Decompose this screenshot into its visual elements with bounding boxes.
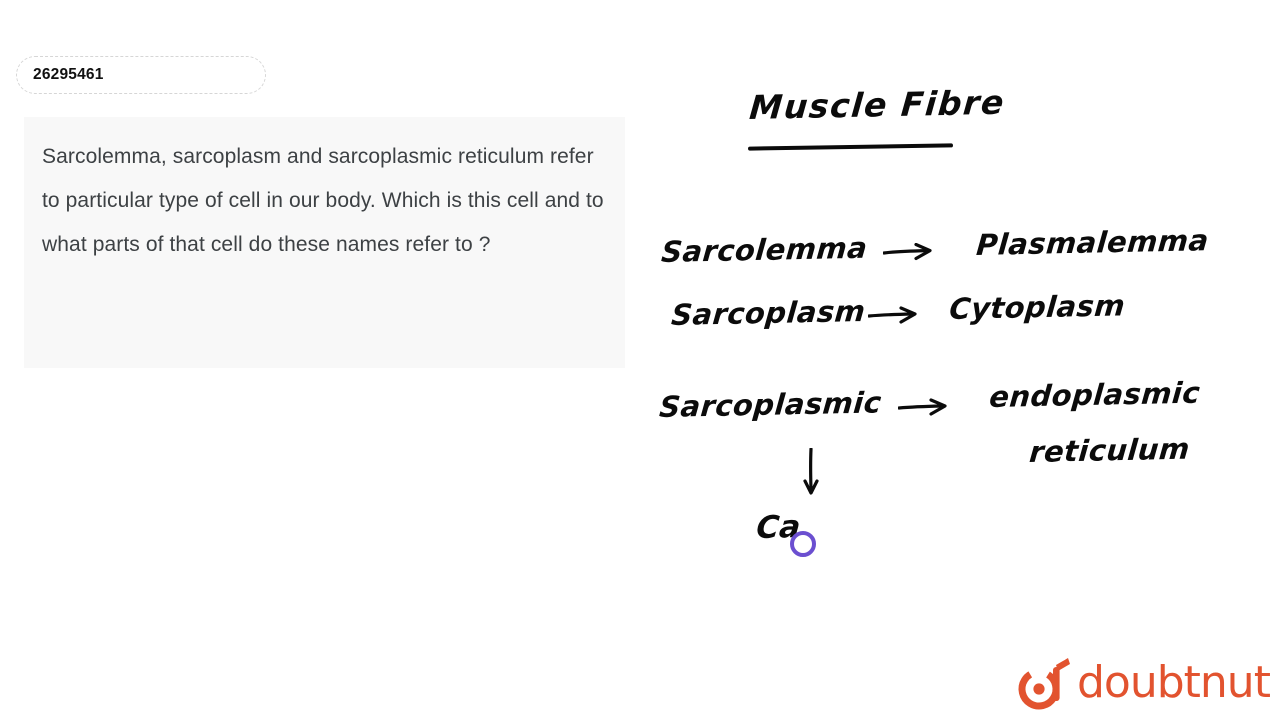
solution-row-3-value-line-2: reticulum [1028,431,1192,469]
solution-row-1-value: Plasmalemma [975,223,1211,262]
down-arrow-icon [802,448,820,498]
question-id-label: 26295461 [33,66,104,83]
right-arrow-icon [898,398,950,416]
doubtnut-wordmark: doubtnut [1077,657,1271,708]
solution-title-underline [747,143,954,151]
question-id-badge: 26295461 [16,56,266,94]
solution-row-2-term: Sarcoplasm [670,293,867,332]
solution-row-3-value-line-1: endoplasmic [988,375,1202,414]
cursor-ring-indicator [790,531,816,557]
doubtnut-logo: doubtnut [1015,655,1271,711]
question-text: Sarcolemma, sarcoplasm and sarcoplasmic … [42,145,604,256]
doubtnut-d-megaphone-icon [1015,655,1071,711]
handwritten-solution-area: Muscle Fibre Sarcolemma Plasmalemma Sarc… [640,60,1260,600]
question-panel: Sarcolemma, sarcoplasm and sarcoplasmic … [24,117,625,368]
solution-row-1-term: Sarcolemma [660,230,869,269]
solution-row-2-value: Cytoplasm [948,288,1127,326]
solution-row-3-term: Sarcoplasmic [658,385,883,424]
right-arrow-icon [883,243,935,261]
solution-title: Muscle Fibre [748,82,1007,127]
right-arrow-icon [868,306,920,324]
